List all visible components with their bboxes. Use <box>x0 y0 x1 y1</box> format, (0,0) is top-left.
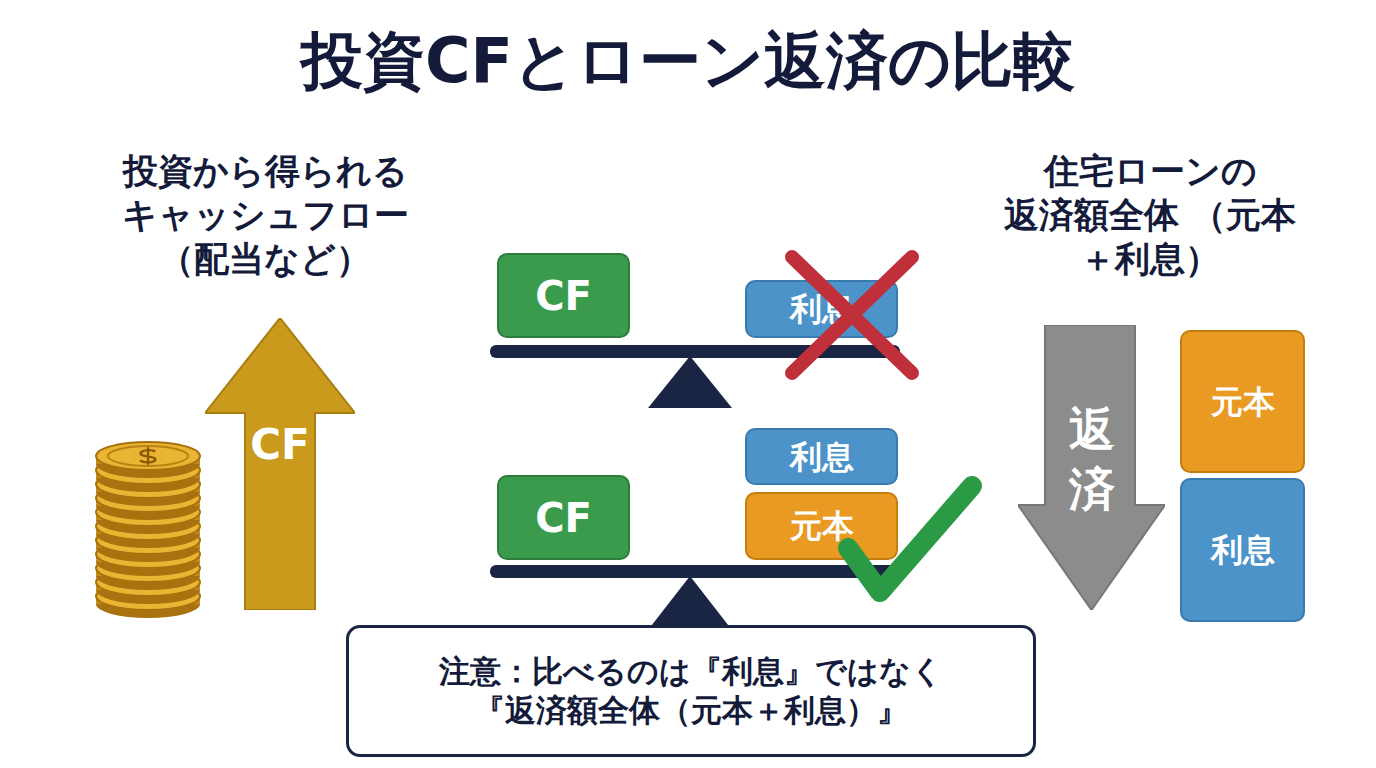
dollar-symbol <box>140 447 155 465</box>
node-text: CF <box>250 418 310 473</box>
coin-rim <box>108 446 188 466</box>
node-text: 元本 <box>1211 382 1275 422</box>
coin <box>96 442 200 478</box>
fulcrum <box>648 576 732 630</box>
node-text: 注意：比べるのは『利息』ではなく 『返済額全体（元本＋利息）』 <box>371 652 1011 730</box>
interest-box: 利息 <box>1180 478 1305 622</box>
coin-stack <box>96 442 200 618</box>
principal-box: 元本 <box>1180 330 1305 473</box>
side-heading: 住宅ローンの 返済額全体 （元本＋利息） <box>1000 150 1300 281</box>
cashflow-box: CF <box>497 253 630 338</box>
repayment-arrow: 返済 <box>1018 325 1165 610</box>
dollar-bar <box>147 447 149 465</box>
node-text: 利息 <box>790 437 854 477</box>
note-box: 注意：比べるのは『利息』ではなく 『返済額全体（元本＋利息）』 <box>346 625 1036 757</box>
cashflow-box: CF <box>497 475 630 560</box>
cashflow-arrow: CF <box>205 318 355 610</box>
interest-box: 利息 <box>745 428 898 485</box>
node-text: 利息 <box>1211 530 1275 570</box>
node-text: CF <box>535 271 592 321</box>
balance-beam <box>490 345 900 358</box>
side-heading: 投資から得られる キャッシュフロー （配当など） <box>85 150 445 281</box>
principal-box: 元本 <box>745 492 898 560</box>
fulcrum <box>648 356 732 408</box>
balance-beam <box>490 565 900 578</box>
arrow-outline <box>205 318 355 610</box>
node-text: 返済 <box>1062 400 1122 520</box>
arrow-outline <box>1018 325 1165 610</box>
node-text: CF <box>535 493 592 543</box>
diagram-title: 投資CFとローン返済の比較 <box>0 22 1376 100</box>
